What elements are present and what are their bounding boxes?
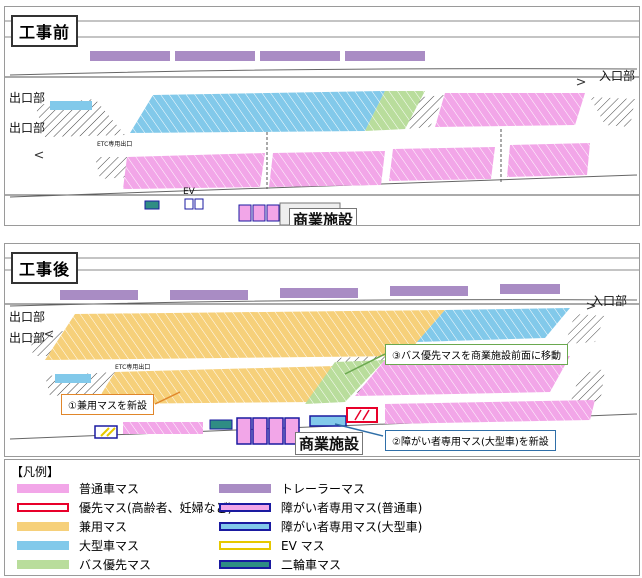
exit-label-1: 出口部 (9, 91, 46, 105)
before-map (5, 20, 639, 225)
legend-label: 大型車マス (79, 538, 140, 553)
legend-swatch (17, 540, 69, 550)
trailer-slot (175, 51, 255, 61)
etc-exit-label: ETC専用出口 (115, 364, 151, 371)
legend-swatch (219, 559, 271, 569)
legend-swatch (219, 502, 271, 512)
regular-car-zone (507, 143, 590, 177)
trailer-slot (500, 284, 560, 294)
legend-label: 障がい者専用マス(普通車) (281, 500, 423, 515)
large-vehicle-zone (417, 308, 570, 342)
regular-car-zone (385, 400, 595, 424)
callout-accessible-large: ②障がい者専用マス(大型車)を新設 (385, 430, 556, 451)
legend-item: 障がい者専用マス(普通車) (219, 499, 422, 515)
trailer-slot (345, 51, 425, 61)
trailer-slot (60, 290, 138, 300)
accessible-car-slot (266, 204, 280, 222)
legend-item: 優先マス(高齢者、妊婦など) (17, 499, 232, 515)
priority-slot (346, 407, 378, 423)
accessible-car-slot (252, 417, 268, 445)
facility-label: 商業施設 (295, 432, 364, 455)
legend-swatch (219, 521, 271, 531)
legend-label: バス優先マス (79, 557, 152, 572)
legend-label: 普通車マス (79, 481, 140, 496)
legend-label: EV マス (281, 538, 325, 553)
etc-exit-label: ETC専用出口 (97, 141, 133, 148)
legend-swatch (17, 559, 69, 569)
motorcycle-slot (144, 200, 160, 210)
large-vehicle-zone (130, 91, 385, 133)
legend-label: 優先マス(高齢者、妊婦など) (79, 500, 233, 515)
regular-car-zone (123, 422, 203, 434)
regular-car-zone (389, 147, 495, 181)
before-construction-panel: 工事前 (4, 6, 640, 226)
trailer-slot (90, 51, 170, 61)
large-vehicle-slot (55, 374, 91, 383)
exit-label-1: 出口部 (9, 310, 46, 324)
legend-item: 大型車マス (17, 537, 139, 553)
ev-label: EV (183, 187, 195, 197)
legend-item: 二輪車マス (219, 556, 341, 572)
accessible-car-slot (236, 417, 252, 445)
dual-use-zone (45, 310, 445, 360)
accessible-car-slot (252, 204, 266, 222)
legend-label: 二輪車マス (281, 557, 342, 572)
exit-label-2: 出口部 (9, 331, 46, 345)
regular-car-zone (269, 151, 385, 187)
regular-car-zone (435, 93, 585, 127)
trailer-slot (260, 51, 340, 61)
legend-title: 【凡例】 (11, 465, 60, 479)
legend-label: 障がい者専用マス(大型車) (281, 519, 423, 534)
regular-car-zone (123, 153, 265, 189)
legend-swatch (17, 521, 69, 531)
accessible-car-slot (268, 417, 284, 445)
regular-car-zone (355, 356, 570, 396)
legend-item: EV マス (219, 537, 325, 553)
trailer-slot (280, 288, 358, 298)
after-map (5, 257, 639, 445)
legend-swatch (17, 502, 69, 512)
callout-bus-priority: ③バス優先マスを商業施設前面に移動 (385, 344, 568, 365)
callout-dual-use: ①兼用マスを新設 (61, 394, 154, 415)
legend-item: 兼用マス (17, 518, 127, 534)
bus-priority-zone (305, 360, 385, 404)
legend-item: 普通車マス (17, 480, 139, 496)
legend-item: バス優先マス (17, 556, 151, 572)
dual-use-zone (95, 366, 335, 404)
entrance-label: 入口部 (591, 294, 628, 308)
accessible-large-slot (309, 415, 347, 427)
legend-swatch (219, 483, 271, 493)
legend-swatch (17, 483, 69, 493)
ev-slot (184, 198, 194, 210)
legend: 【凡例】 普通車マス優先マス(高齢者、妊婦など) 兼用マス大型車マスバス優先マス ト… (4, 459, 640, 576)
motorcycle-slot (209, 419, 233, 430)
before-title: 工事前 (11, 15, 79, 47)
accessible-car-slot (238, 204, 252, 222)
after-construction-panel: 工事後 (4, 243, 640, 457)
facility-label: 商業施設 (289, 208, 358, 225)
trailer-slot (170, 290, 248, 300)
trailer-slot (390, 286, 468, 296)
legend-label: トレーラーマス (281, 481, 366, 496)
legend-label: 兼用マス (79, 519, 128, 534)
ev-slot (194, 198, 204, 210)
exit-label-2: 出口部 (9, 121, 46, 135)
legend-swatch (219, 540, 271, 550)
legend-item: トレーラーマス (219, 480, 365, 496)
legend-item: 障がい者専用マス(大型車) (219, 518, 422, 534)
large-vehicle-slot (50, 101, 92, 110)
entrance-label: 入口部 (599, 69, 636, 83)
bus-priority-zone (365, 91, 425, 131)
after-title: 工事後 (11, 252, 79, 284)
